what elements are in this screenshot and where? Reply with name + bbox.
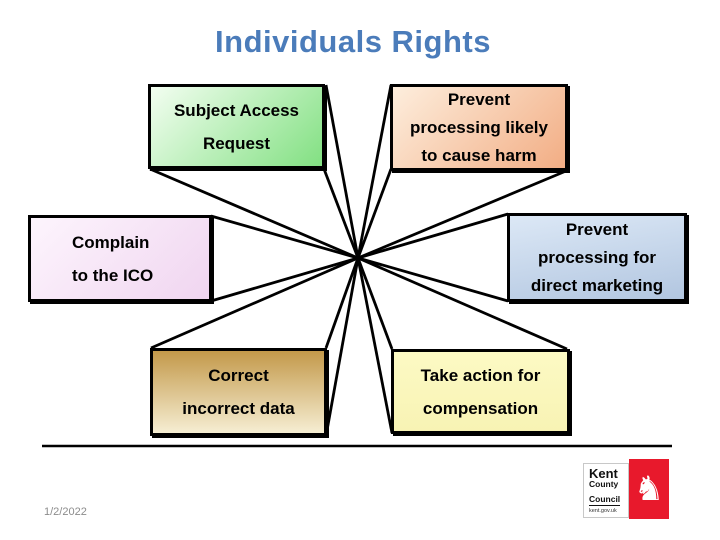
box-text-line: Correct	[208, 366, 269, 385]
box-text-line: Prevent	[447, 89, 511, 109]
connector-line	[356, 257, 394, 434]
box-text-line: Prevent	[565, 219, 629, 239]
logo-red-panel: ♞	[629, 459, 669, 519]
connector-line	[324, 84, 360, 259]
connector-line	[356, 168, 393, 259]
connector-line	[210, 214, 359, 260]
box-text-line: incorrect data	[182, 399, 295, 418]
connector-line	[210, 256, 359, 303]
logo-text-council: Council	[589, 494, 621, 506]
connector-line	[322, 168, 360, 259]
box-take-action-compensation: Take action for compensation	[391, 349, 570, 434]
connector-line	[324, 257, 360, 437]
box-text-line: compensation	[422, 398, 539, 418]
box-complain-to-ico: Complain to the ICO	[28, 215, 212, 302]
kent-county-council-logo: Kent County Council kent.gov.uk	[583, 463, 629, 518]
box-text-line: to cause harm	[421, 145, 537, 165]
connector-hub	[149, 84, 568, 437]
box-text-line: Request	[202, 133, 271, 153]
box-subject-access-request: Subject Access Request	[148, 84, 325, 169]
connector-line	[357, 256, 509, 303]
box-text-line: Subject Access	[173, 100, 300, 120]
connector-line	[357, 256, 568, 351]
connector-line	[357, 169, 567, 260]
horse-icon: ♞	[633, 469, 665, 509]
box-correct-incorrect-data: Correct incorrect data	[150, 348, 327, 436]
connector-line	[150, 256, 359, 350]
box-text-line: direct marketing	[530, 275, 664, 295]
connector-line	[356, 84, 393, 259]
connector-line	[357, 212, 509, 260]
page-title: Individuals Rights	[215, 24, 491, 59]
box-text-line: Take action for	[420, 365, 541, 385]
box-prevent-processing-harm: Prevent processing likely to cause harm	[390, 84, 568, 171]
connector-line	[149, 167, 359, 260]
box-text-line: processing likely	[410, 117, 548, 137]
logo-text-url: kent.gov.uk	[589, 508, 617, 514]
connector-line	[324, 257, 360, 349]
box-text-line: Complain	[72, 232, 150, 252]
connector-line	[356, 257, 394, 350]
box-prevent-direct-marketing: Prevent processing for direct marketing	[507, 213, 687, 302]
logo-text-kent: Kent	[589, 466, 618, 481]
logo-text-county: County	[589, 479, 619, 489]
box-text-line: to the ICO	[72, 265, 154, 285]
box-text-line: processing for	[537, 247, 657, 267]
slide-date: 1/2/2022	[44, 506, 87, 518]
